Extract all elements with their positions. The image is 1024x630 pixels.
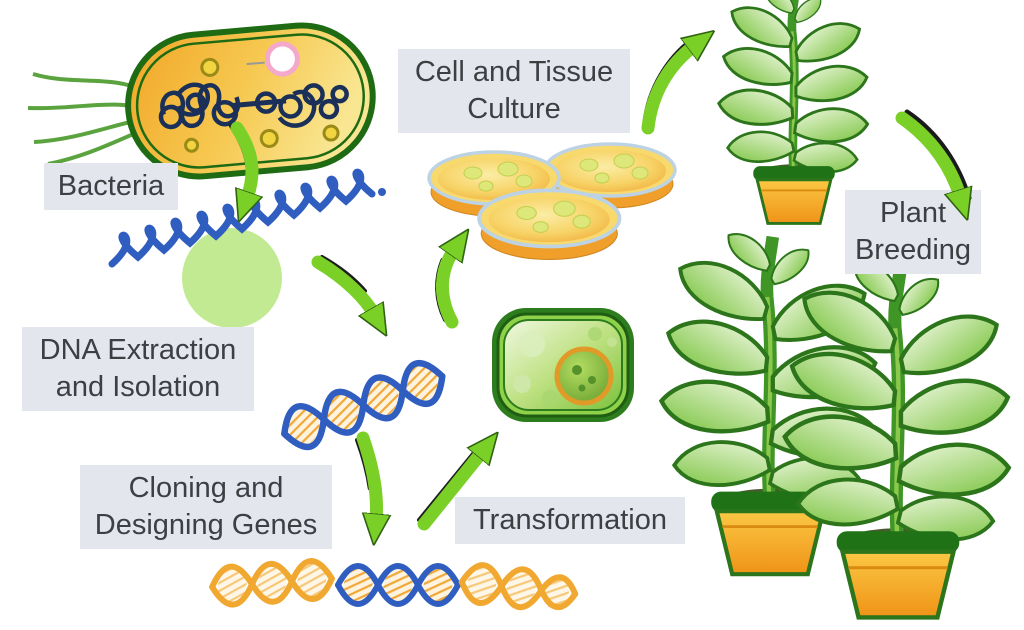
arrow-isolated-dna-to-genes bbox=[356, 431, 376, 520]
arrow-bacteria-to-dna bbox=[230, 121, 252, 198]
potted-plant-front-right-icon bbox=[784, 257, 1011, 618]
label-dna-extraction-line2: and Isolation bbox=[55, 371, 221, 403]
bacterium-icon bbox=[27, 22, 376, 180]
label-dna-extraction-line1: DNA Extraction bbox=[39, 334, 237, 366]
plant-cell-icon bbox=[492, 308, 634, 422]
green-highlight-circle bbox=[182, 228, 282, 328]
label-cloning-line2: Designing Genes bbox=[94, 509, 318, 541]
label-plant-breeding: Plant Breeding bbox=[845, 190, 981, 274]
cell-nucleus-icon bbox=[554, 346, 614, 406]
label-cloning: Cloning and Designing Genes bbox=[80, 465, 332, 549]
plasmid-ring-icon bbox=[264, 41, 300, 77]
bacterial-chromosome-icon bbox=[158, 82, 349, 130]
petri-dish-front bbox=[477, 188, 622, 262]
flow-arrows bbox=[229, 40, 694, 531]
label-bacteria: Bacteria bbox=[44, 163, 178, 210]
label-dna-extraction: DNA Extraction and Isolation bbox=[22, 327, 254, 411]
isolated-dna-helix-icon bbox=[281, 359, 446, 451]
label-culture-line2: Culture bbox=[467, 93, 561, 125]
cloned-gene-helix-blue-icon bbox=[335, 563, 461, 607]
label-culture-line1: Cell and Tissue bbox=[414, 56, 614, 88]
cloned-gene-helix-orange-right-icon bbox=[458, 562, 579, 611]
label-cell-tissue-culture: Cell and Tissue Culture bbox=[398, 49, 630, 133]
arrow-dna-to-isolated-dna bbox=[311, 255, 374, 314]
cloned-gene-helix-orange-left-icon bbox=[209, 558, 335, 608]
arrow-transformation-to-culture bbox=[435, 250, 454, 329]
label-breeding-line2: Breeding bbox=[854, 234, 972, 266]
label-cloning-line1: Cloning and bbox=[128, 472, 284, 504]
label-breeding-line1: Plant bbox=[879, 197, 947, 229]
arrow-culture-to-plant bbox=[641, 46, 694, 135]
petri-dishes-icon bbox=[427, 142, 677, 262]
arrow-genes-to-transformation bbox=[417, 452, 482, 531]
label-transformation: Transformation bbox=[455, 497, 685, 544]
granules-icon bbox=[184, 57, 340, 153]
extracted-dna-coil-icon bbox=[108, 168, 386, 268]
